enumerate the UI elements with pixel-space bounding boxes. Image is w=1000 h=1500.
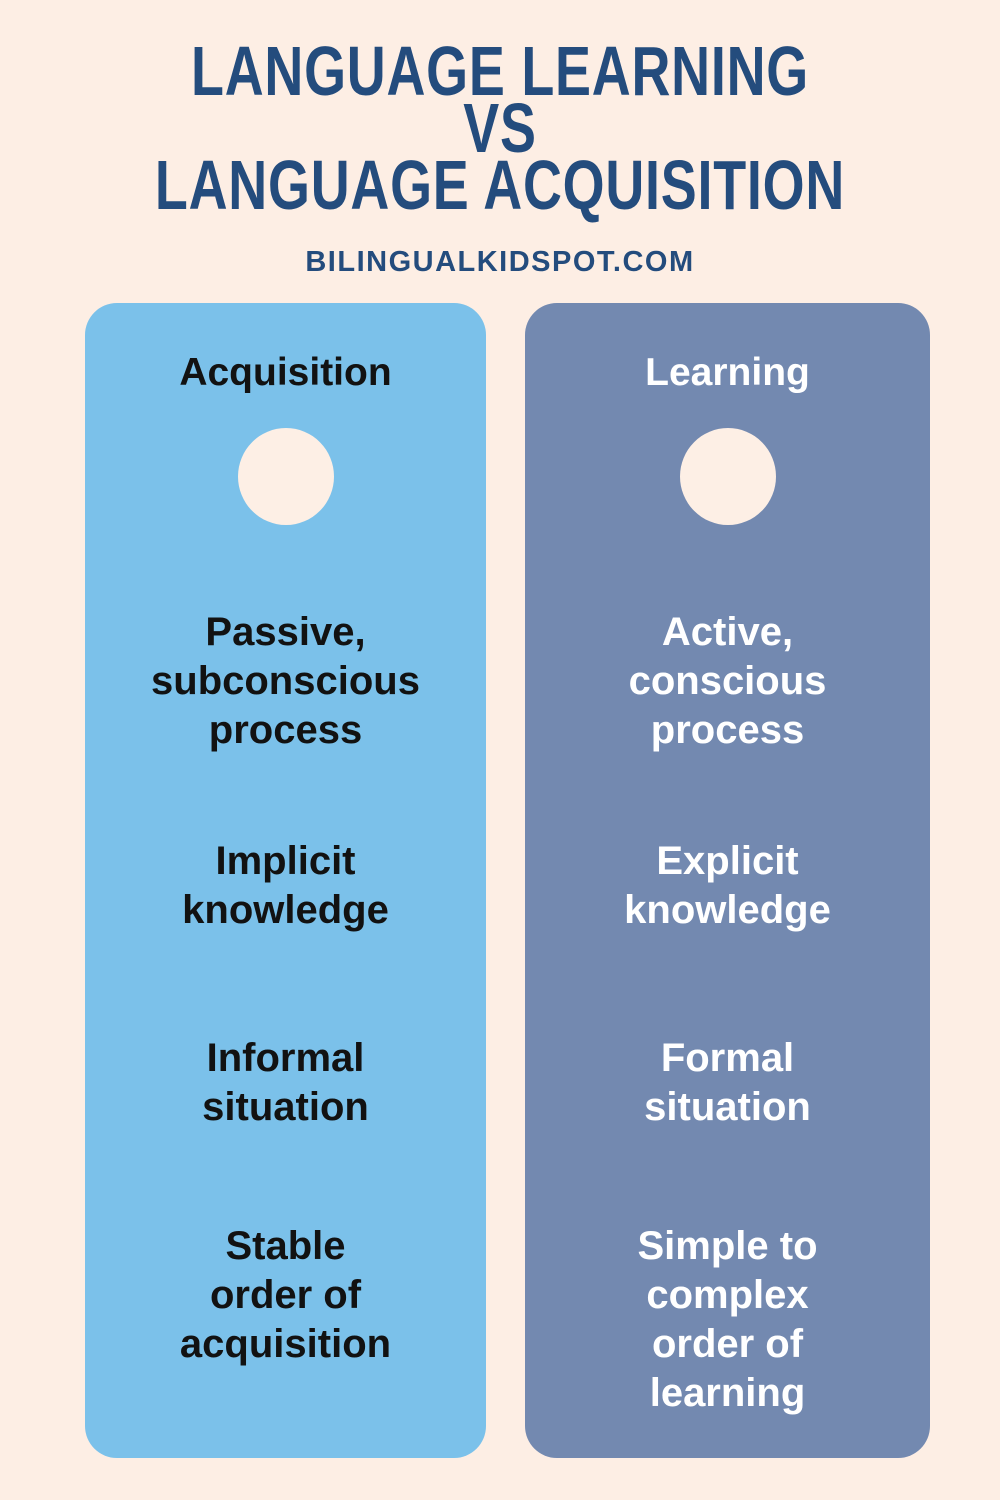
title-line-1: LANGUAGE LEARNING bbox=[191, 32, 809, 110]
acquisition-item-3: Informal situation bbox=[202, 1036, 369, 1129]
learning-item-4: Simple to complex order of learning bbox=[637, 1224, 818, 1415]
learning-item-3: Formal situation bbox=[644, 1036, 811, 1129]
hanger-hole-circle bbox=[679, 428, 776, 525]
hanger-hole-circle bbox=[237, 428, 334, 525]
title-line-2: VS bbox=[463, 89, 537, 167]
acquisition-column-card: Acquisition Passive, subconscious proces… bbox=[85, 303, 486, 1458]
page-title: LANGUAGE LEARNING VS LANGUAGE ACQUISITIO… bbox=[115, 32, 885, 224]
title-line-3: LANGUAGE ACQUISITION bbox=[154, 146, 846, 224]
acquisition-item-4: Stable order of acquisition bbox=[179, 1224, 392, 1366]
acquisition-column-title: Acquisition bbox=[179, 351, 392, 394]
acquisition-item-2: Implicit knowledge bbox=[182, 839, 389, 932]
acquisition-item-1: Passive, subconscious process bbox=[151, 610, 420, 752]
learning-column-title: Learning bbox=[645, 351, 810, 394]
learning-item-2: Explicit knowledge bbox=[624, 839, 831, 932]
learning-column-card: Learning Active, conscious process Expli… bbox=[525, 303, 930, 1458]
website-credit: BILINGUALKIDSPOT.COM bbox=[305, 246, 695, 278]
learning-item-1: Active, conscious process bbox=[628, 610, 827, 752]
